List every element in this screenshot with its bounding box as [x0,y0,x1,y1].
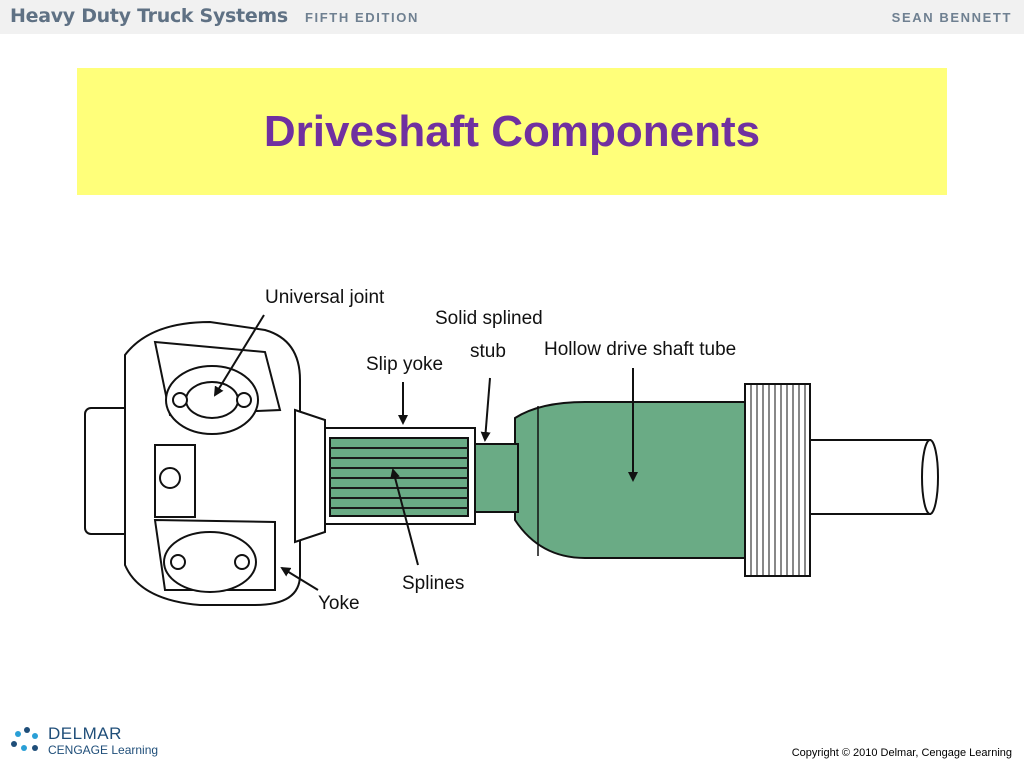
label-solid-splined-line1: Solid splined [435,308,543,329]
label-solid-splined-line2: stub [470,341,506,362]
solid-splined-stub [469,443,519,513]
output-shaft [804,439,939,515]
book-edition: FIFTH EDITION [305,10,419,25]
leader-lines [213,314,638,591]
hollow-drive-shaft-tube [514,401,746,559]
tube-end-collar [744,383,811,577]
delmar-logo-icon [11,727,38,751]
book-title: Heavy Duty Truck Systems [10,5,288,27]
driveshaft-diagram: Universal joint Solid splined stub Slip … [84,287,939,614]
label-hollow-drive-shaft-tube: Hollow drive shaft tube [544,339,736,360]
copyright-notice: Copyright © 2010 Delmar, Cengage Learnin… [791,747,1012,759]
book-author: SEAN BENNETT [891,10,1012,25]
slide-title: Driveshaft Components [263,106,761,156]
universal-joint-assembly [84,320,326,606]
title-banner: Driveshaft Components [77,68,947,195]
label-yoke: Yoke [318,593,360,614]
slide-header: Heavy Duty Truck Systems FIFTH EDITION S… [0,0,1024,34]
logo-name: DELMAR [48,724,122,743]
label-slip-yoke: Slip yoke [366,354,443,375]
label-universal-joint: Universal joint [265,287,385,308]
splines [329,437,469,517]
logo-subtitle: CENGAGE Learning [48,743,159,757]
label-splines: Splines [402,573,464,594]
